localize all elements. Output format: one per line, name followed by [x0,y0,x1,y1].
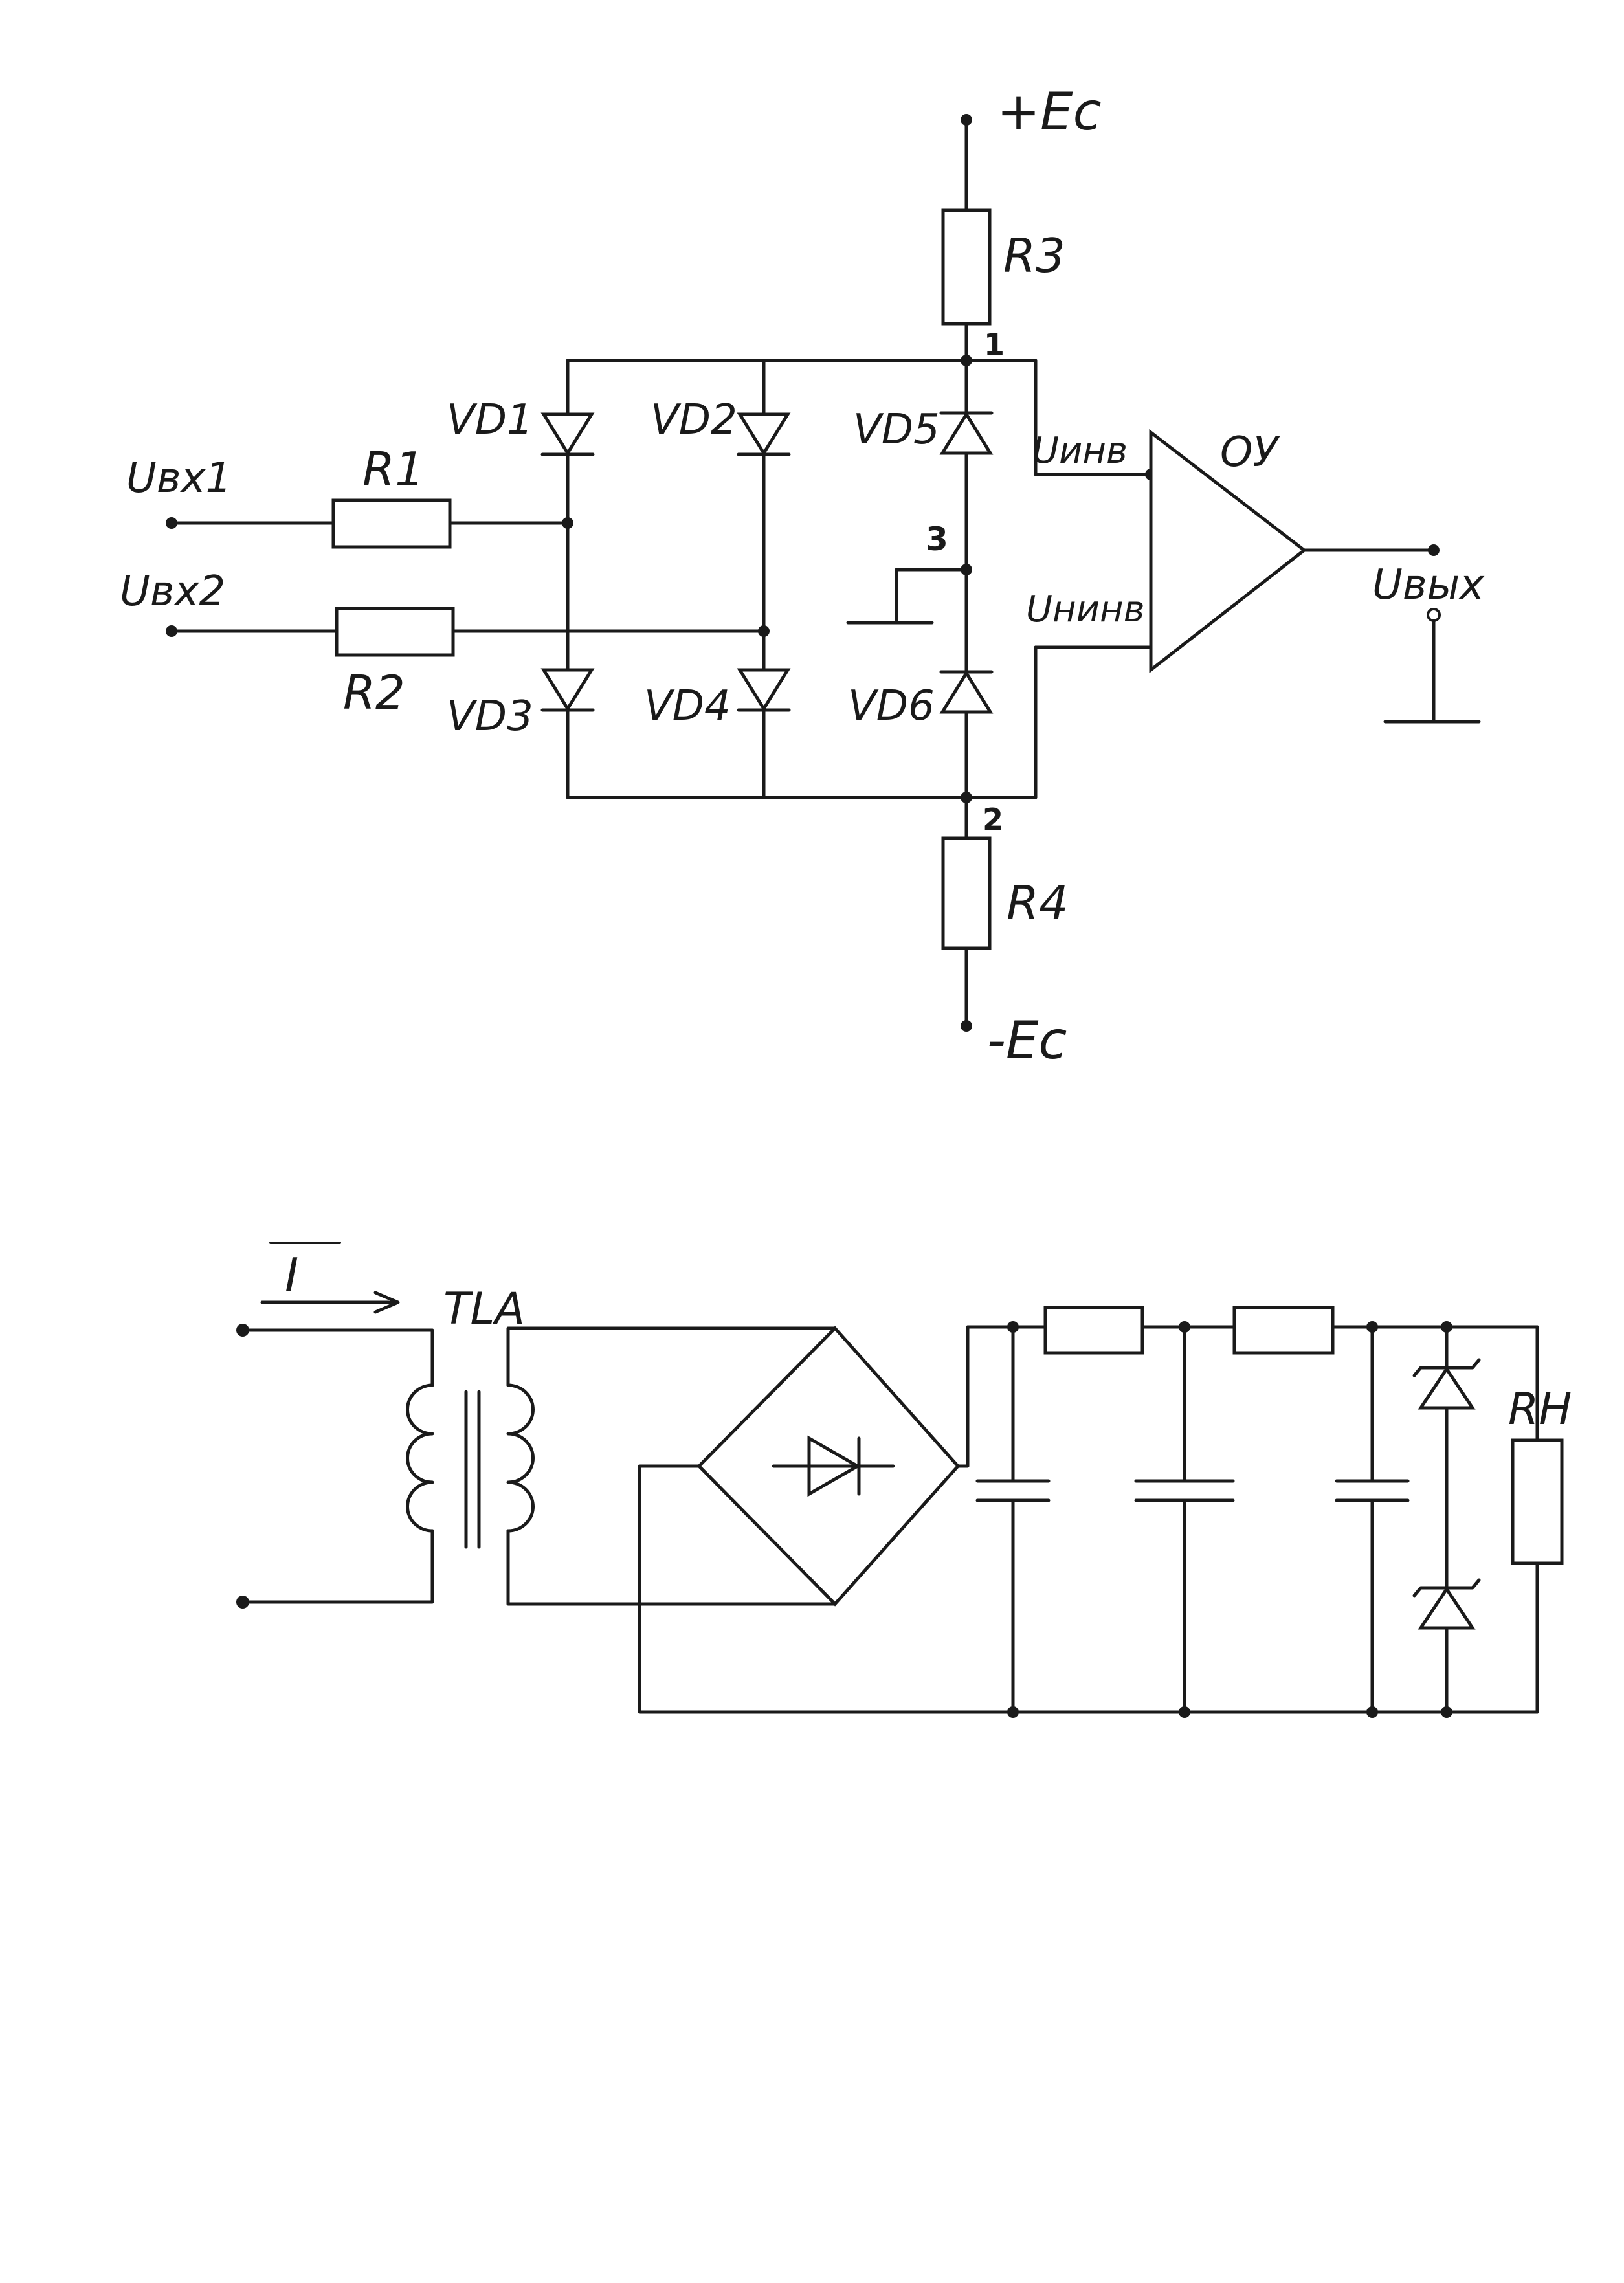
load-label: RH [1508,1384,1572,1435]
r1-label: R1 [362,442,425,496]
node-3-label: 3 [926,520,948,558]
input-1-label: Uвх1 [126,454,232,502]
zener-diode-1-icon [1418,1366,1476,1410]
vd1-label: VD1 [447,396,533,444]
vd2-label: VD2 [651,396,737,444]
vd5-label: VD5 [853,406,940,454]
supply-neg-label: -Ec [987,1010,1067,1071]
vd1-diode-icon [540,412,595,456]
wire [638,1464,1015,1714]
output-terminal [1428,544,1440,556]
power-supply-circuit: I TLA [236,1242,1572,1718]
vd4-label: VD4 [644,682,731,730]
wire [506,1326,837,1387]
junction-dot [562,517,573,529]
node-1-label: 1 [984,327,1005,362]
r2-label: R2 [343,665,405,720]
resistor-r4 [941,836,992,950]
vd6-diode-icon [939,670,994,714]
vd3-diode-icon [540,668,595,712]
r3-label: R3 [1003,228,1065,283]
zener-diode-2-cathode [1412,1578,1481,1598]
zener-diode-1-cathode [1412,1358,1481,1377]
u-noninv-label: Uнинв [1026,588,1145,630]
opamp-label: ОУ [1220,429,1280,476]
load-resistor [1511,1438,1564,1565]
filter-resistor-2 [1232,1306,1335,1355]
output-label: Uвых [1372,561,1485,609]
filter-resistor-1 [1043,1306,1144,1355]
u-inv-label: Uинв [1032,430,1128,472]
wire [241,1529,434,1604]
vd2-diode-icon [737,412,791,456]
supply-pos-label: +Ec [997,82,1102,142]
wire [506,1529,837,1606]
current-label: I [285,1248,298,1302]
junction-dot [758,625,770,637]
resistor-r1 [331,498,452,549]
transformer-label: TLA [443,1284,525,1335]
wire [241,1328,434,1387]
opamp-icon [1149,429,1307,674]
input-2-label: Uвх2 [120,568,225,616]
vd6-label: VD6 [848,682,935,730]
node-2-label: 2 [983,802,1003,837]
r4-label: R4 [1007,876,1069,930]
current-arrowhead-icon [373,1291,400,1314]
resistor-r3 [941,208,992,326]
primary-winding-icon [405,1383,434,1533]
wire [956,1325,1015,1468]
vd4-diode-icon [737,668,791,712]
secondary-winding-icon [506,1383,535,1533]
output-ground-terminal [1427,608,1441,622]
logic-circuit: +Ec R3 1 2 VD1 VD3 VD2 VD4 VD5 VD6 [120,82,1485,1071]
supply-neg-terminal [961,1020,972,1032]
zener-diode-2-icon [1418,1586,1476,1630]
vd5-diode-icon [939,411,994,455]
vd3-label: VD3 [447,693,533,741]
resistor-r2 [335,607,455,657]
